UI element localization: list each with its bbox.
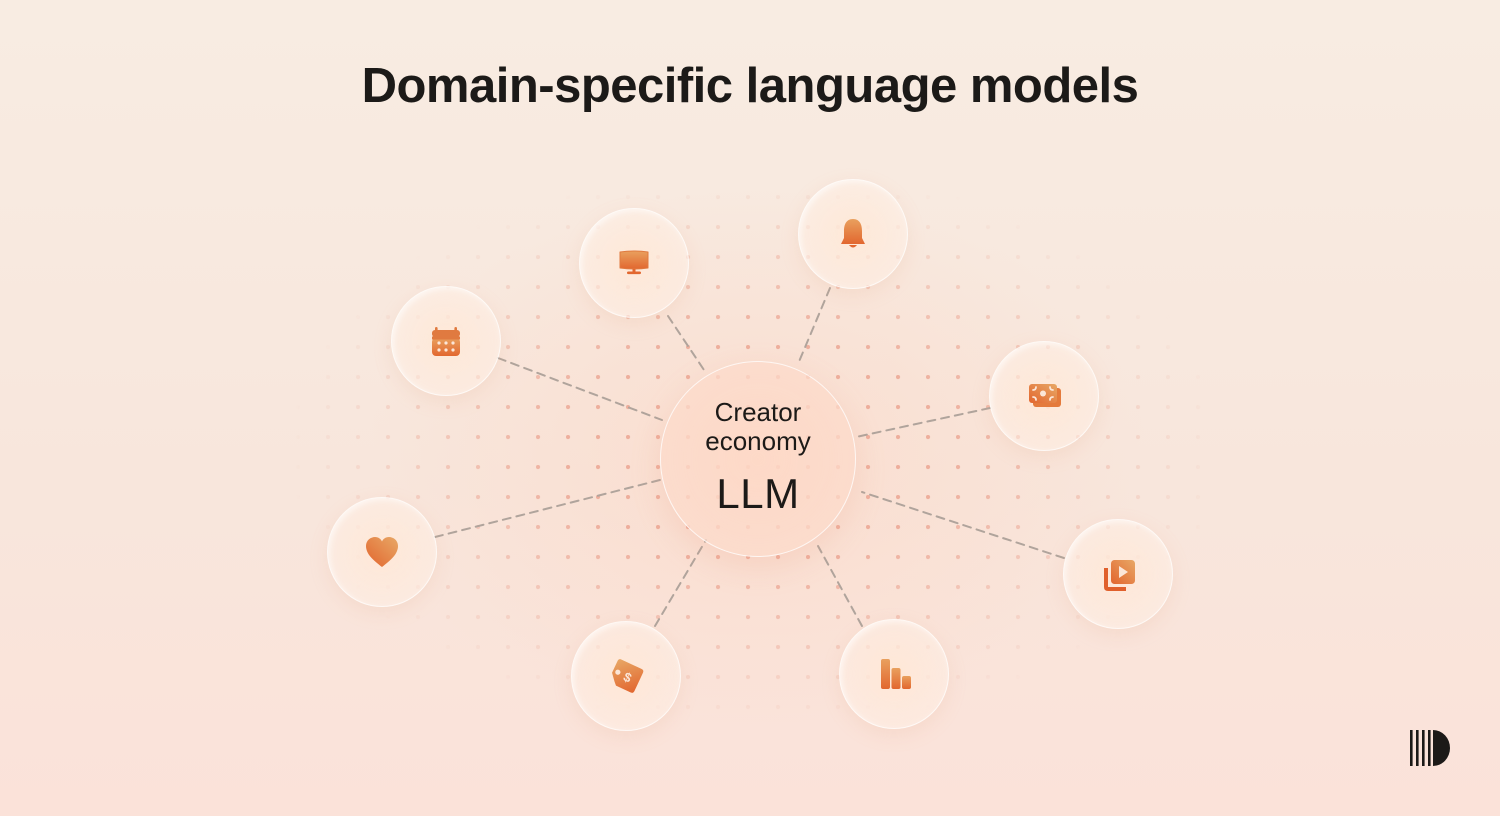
- page-title: Domain-specific language models: [361, 59, 1139, 113]
- node-money: [989, 341, 1099, 451]
- node-tag: $: [571, 621, 681, 731]
- connector-video: [861, 491, 1065, 559]
- connector-chart: [817, 545, 863, 627]
- video-library-icon: [1104, 560, 1135, 591]
- connector-money: [855, 407, 991, 438]
- connector-calendar: [497, 357, 663, 421]
- connector-bell: [797, 287, 831, 365]
- node-chart: [839, 619, 949, 729]
- center-subtitle-line2: economy: [705, 426, 811, 456]
- price-tag-icon: $: [612, 659, 644, 693]
- center-subtitle: Creator economy: [661, 398, 855, 456]
- bell-icon: [841, 219, 865, 248]
- bar-chart-icon: [881, 659, 911, 689]
- node-calendar: [391, 286, 501, 396]
- node-video: [1063, 519, 1173, 629]
- monitor-icon: [619, 250, 649, 275]
- node-heart: [327, 497, 437, 607]
- center-label: LLM: [716, 470, 800, 517]
- node-bell: [798, 179, 908, 289]
- center-subtitle-line1: Creator: [714, 397, 802, 427]
- node-monitor: [579, 208, 689, 318]
- connector-monitor: [667, 315, 705, 371]
- heart-icon: [366, 537, 398, 567]
- center-node-llm: Creator economy LLM: [660, 361, 856, 557]
- money-bills-icon: [1029, 384, 1061, 407]
- connector-heart: [434, 479, 661, 538]
- calendar-icon: [432, 327, 460, 356]
- connector-tag: [654, 539, 707, 627]
- brand-logo-icon: [1410, 730, 1450, 766]
